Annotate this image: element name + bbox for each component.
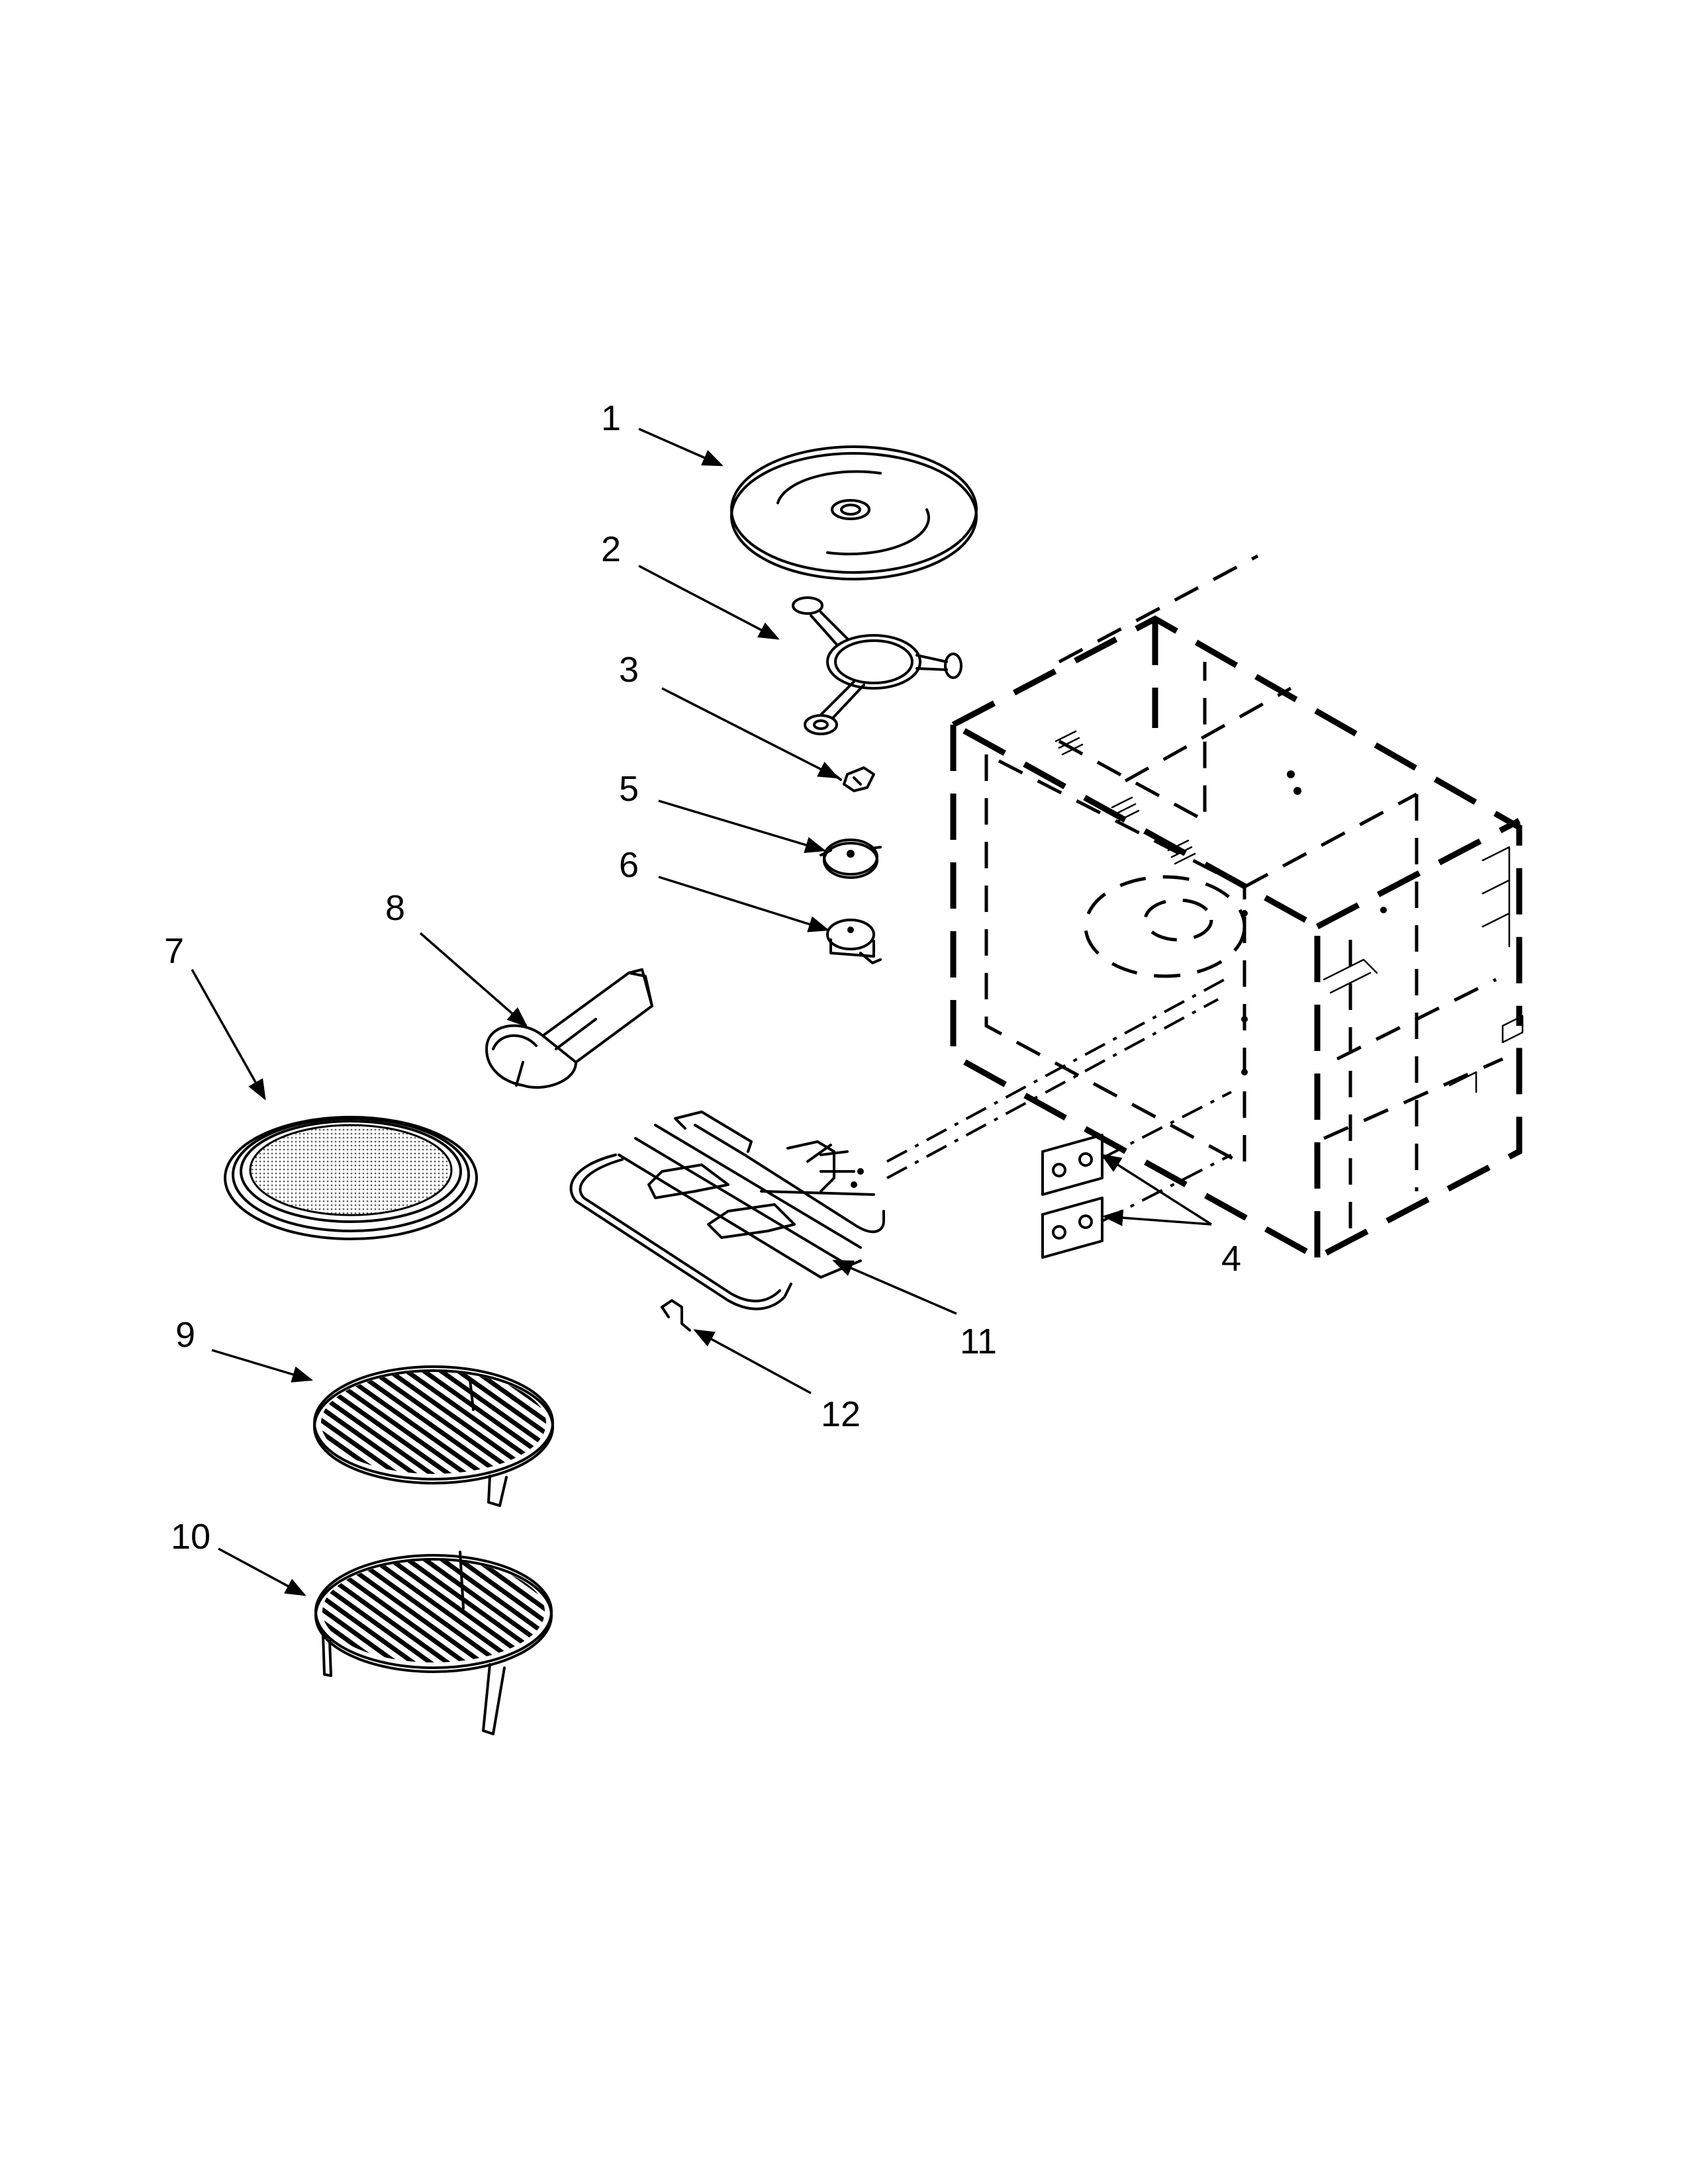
callout-8: 8	[385, 888, 405, 928]
oven-cavity-reference	[950, 554, 1524, 1261]
grill-bar	[555, 1367, 714, 1479]
part-4-spacers	[1041, 1134, 1103, 1259]
grill-bar	[322, 1561, 337, 1662]
grill-bar	[125, 1367, 284, 1479]
grill-bar	[322, 1561, 423, 1662]
callout-6: 6	[619, 845, 639, 885]
grill-bar	[537, 1561, 545, 1662]
grill-bar	[161, 1555, 317, 1668]
grill-bar	[321, 1372, 338, 1474]
leader-arrows	[191, 428, 1212, 1596]
callout-5: 5	[619, 769, 639, 809]
part-3-coupler	[834, 766, 875, 792]
grill-bar	[348, 1561, 509, 1662]
part-1-turntable-tray	[730, 445, 978, 580]
grill-bar	[520, 1561, 545, 1662]
grill-bar	[108, 1367, 267, 1479]
grill-bar	[142, 1367, 301, 1479]
grill-bar	[346, 1372, 510, 1474]
grill-bar	[322, 1561, 389, 1662]
grill-bar	[449, 1372, 546, 1474]
grill-bar	[451, 1561, 545, 1662]
assembly-centerlines	[886, 978, 1232, 1222]
grill-bar	[73, 1367, 232, 1479]
grill-bar	[365, 1561, 526, 1662]
callout-10: 10	[171, 1517, 211, 1557]
grill-bar	[329, 1372, 493, 1474]
callout-2: 2	[601, 529, 621, 569]
grill-bar	[321, 1372, 390, 1474]
grill-bar	[321, 1372, 407, 1474]
callout-9: 9	[175, 1315, 195, 1355]
part-5-turntable-motor	[820, 839, 882, 879]
grill-bar	[416, 1561, 545, 1662]
grill-bar	[321, 1372, 442, 1474]
grill-bar	[322, 1561, 440, 1662]
callout-4: 4	[1221, 1239, 1241, 1279]
callout-3: 3	[619, 650, 639, 690]
grill-bar	[144, 1555, 300, 1668]
part-2-roller-support	[792, 596, 962, 735]
grill-bar	[321, 1372, 424, 1474]
grill-bar	[468, 1561, 545, 1662]
grill-bar	[363, 1372, 528, 1474]
grill-bar	[415, 1372, 546, 1474]
callout-labels: 1 2 3 5 6 8 7 4 11 12 9 10	[164, 398, 1241, 1557]
callout-7: 7	[164, 931, 184, 971]
part-10-high-rack	[75, 1551, 713, 1735]
grill-bar	[92, 1555, 248, 1668]
grill-bar	[322, 1561, 406, 1662]
grill-bar	[467, 1372, 546, 1474]
part-11-broil-element	[569, 1111, 885, 1310]
callout-12: 12	[821, 1394, 861, 1434]
grill-bar	[536, 1372, 546, 1474]
part-8-crisper-pan-handle	[485, 968, 653, 1089]
part-7-crisper-pan	[224, 1116, 478, 1240]
grill-bar	[432, 1372, 546, 1474]
grill-bar	[557, 1555, 713, 1668]
callout-1: 1	[601, 398, 621, 438]
grill-bar	[330, 1561, 492, 1662]
grill-bar	[91, 1367, 250, 1479]
part-6-motor	[826, 919, 882, 964]
grill-bar	[75, 1555, 231, 1668]
callout-11: 11	[960, 1322, 997, 1361]
part-9-low-rack	[73, 1365, 714, 1507]
part-12-element-clip	[661, 1299, 691, 1332]
grill-bar	[109, 1555, 265, 1668]
grill-bar	[160, 1367, 318, 1479]
grill-bar	[126, 1555, 283, 1668]
